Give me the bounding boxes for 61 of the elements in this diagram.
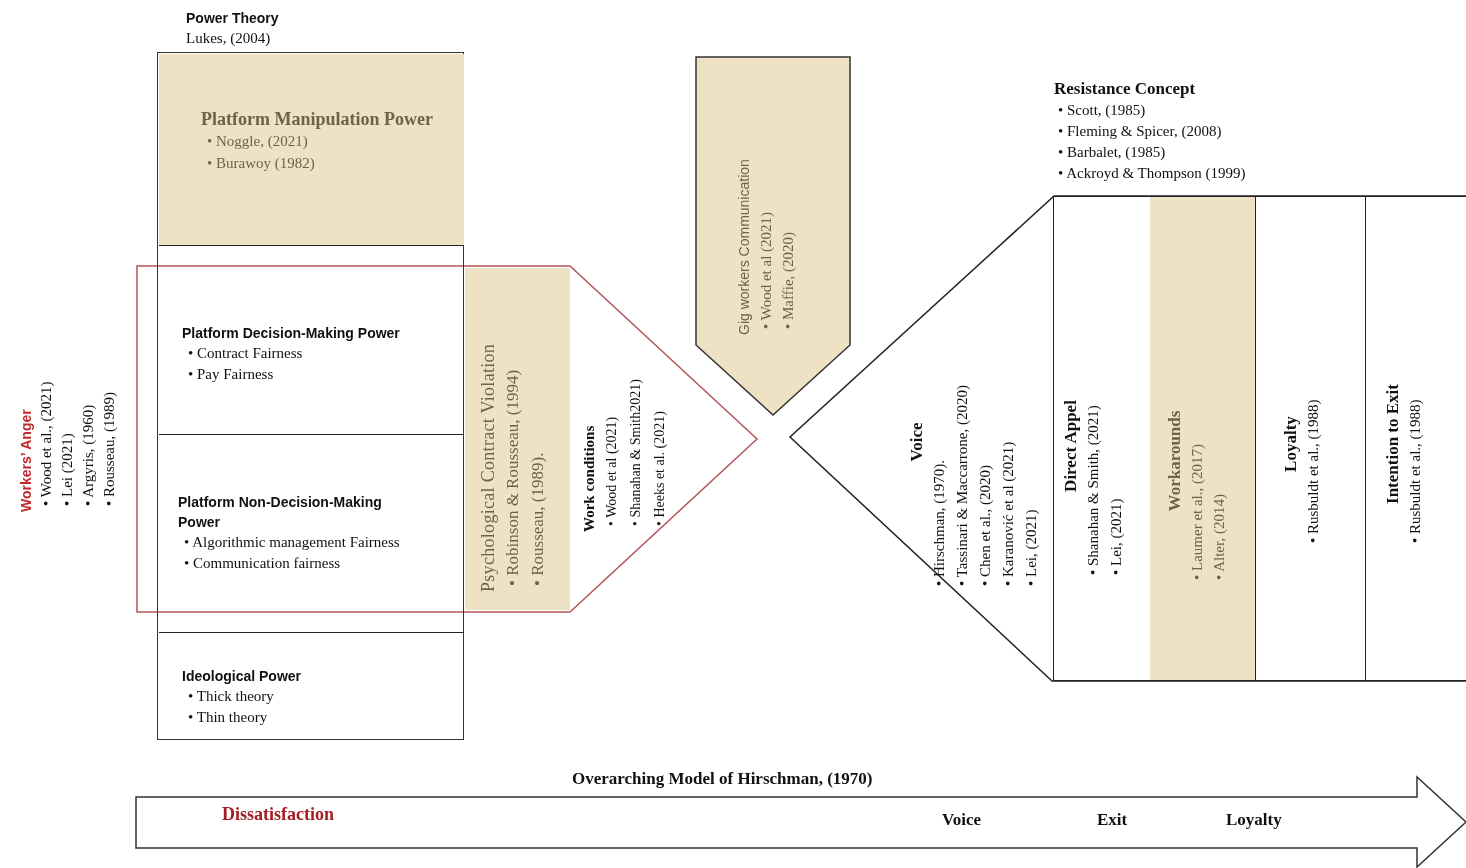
reference-item: • Lei (2021) xyxy=(58,432,76,506)
reference-item: • Contract Fairness xyxy=(188,344,304,363)
section-heading: Psychological Contract Violation xyxy=(477,342,499,592)
stage-label: Exit xyxy=(1097,809,1128,831)
reference-item: • Wood et al., (2021) xyxy=(37,380,55,506)
reference-item: • Scott, (1985) xyxy=(1058,101,1147,120)
reference-item: • Rousseau, (1989). xyxy=(527,451,548,586)
section-heading: Voice xyxy=(906,421,927,464)
section-heading: Work conditions xyxy=(580,424,598,532)
stage-label: Voice xyxy=(942,809,982,831)
reference-item: • Chen et al., (2020) xyxy=(976,463,994,586)
reference-item: • Heeks et al. (2021) xyxy=(651,410,668,526)
highlight-band xyxy=(1150,196,1256,681)
reference-item: • Hirschman, (1970). xyxy=(930,458,948,586)
reference-item: • Ackroyd & Thompson (1999) xyxy=(1058,164,1247,183)
column-panel xyxy=(1255,196,1366,681)
citation-text: Lukes, (2004) xyxy=(186,29,271,48)
section-heading: Power Theory xyxy=(186,9,279,28)
section-heading: Loyalty xyxy=(1280,415,1301,474)
section-heading: Workarounds xyxy=(1164,409,1185,514)
reference-item: • Barbalet, (1985) xyxy=(1058,143,1167,162)
section-heading: Gig workers Communication xyxy=(735,158,753,335)
reference-item: • Communication fairness xyxy=(184,554,342,573)
reference-item: • Tassinari & Maccarrone, (2020) xyxy=(953,384,971,586)
reference-item: • Fleming & Spicer, (2008) xyxy=(1058,122,1223,141)
reference-item: • Wood et al (2021) xyxy=(757,210,775,329)
model-heading: Overarching Model of Hirschman, (1970) xyxy=(572,768,873,790)
reference-item: • Noggle, (2021) xyxy=(207,132,309,151)
reference-item: • Thick theory xyxy=(188,687,275,706)
reference-item: • Rousseau, (1989) xyxy=(100,391,118,506)
reference-item: • Argyris, (1960) xyxy=(79,403,97,506)
reference-item: • Burawoy (1982) xyxy=(207,154,316,173)
reference-item: • Lei, (2021) xyxy=(1107,497,1125,575)
section-heading: Resistance Concept xyxy=(1054,78,1197,100)
section-heading: Ideological Power xyxy=(182,667,303,686)
section-heading: Platform Decision-Making Power xyxy=(182,324,401,343)
section-heading: Direct Appel xyxy=(1060,399,1081,494)
side-heading: Workers’ Anger xyxy=(17,408,35,512)
highlight-band xyxy=(465,268,570,610)
section-heading: Platform Manipulation Power xyxy=(201,108,433,130)
column-panel xyxy=(1365,196,1466,681)
stage-label: Loyalty xyxy=(1226,809,1282,831)
reference-item: • Rusbuldt et al., (1988) xyxy=(1406,398,1424,543)
reference-item: • Lei, (2021) xyxy=(1022,508,1040,586)
reference-item: • Robinson & Rousseau, (1994) xyxy=(502,368,523,586)
stage-label: Dissatisfaction xyxy=(222,804,334,825)
reference-item: • Wood et al (2021) xyxy=(603,415,620,526)
reference-item: • Thin theory xyxy=(188,708,269,727)
reference-item: • Pay Fairness xyxy=(188,365,275,384)
reference-item: • Maffie, (2020) xyxy=(779,230,797,329)
pentagon-shape xyxy=(696,57,850,415)
section-panel xyxy=(159,54,464,245)
reference-item: • Shanahan & Smith2021) xyxy=(627,378,644,526)
section-heading: Platform Non-Decision-Making Power xyxy=(178,493,383,532)
reference-item: • Alter, (2014) xyxy=(1210,493,1228,580)
reference-item: • Rusbuldt et al., (1988) xyxy=(1304,398,1322,543)
reference-item: • Karanović et al (2021) xyxy=(999,440,1017,586)
reference-item: • Shanahan & Smith, (2021) xyxy=(1084,404,1102,575)
section-heading: Intention to Exit xyxy=(1382,383,1403,506)
reference-item: • Laumer et al., (2017) xyxy=(1188,442,1206,580)
reference-item: • Algorithmic management Fairness xyxy=(184,533,401,552)
